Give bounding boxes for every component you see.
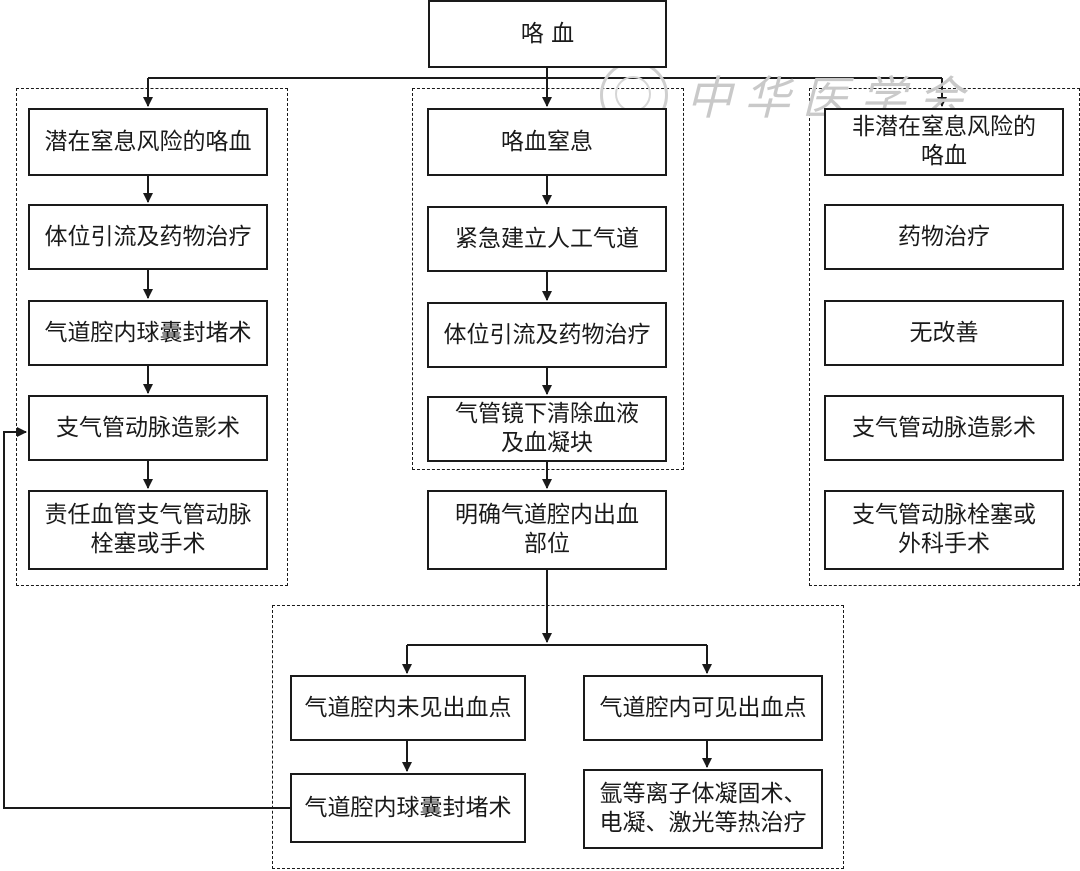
node-mid-bronchoscopic-clearance: 气管镜下清除血液 及血凝块: [427, 396, 667, 462]
edge-feedback-loop: [3, 427, 290, 809]
node-bottom-thermal-therapy: 氩等离子体凝固术、 电凝、激光等热治疗: [583, 769, 823, 849]
node-mid-postural-drainage: 体位引流及药物治疗: [427, 302, 667, 368]
node-right-bronchial-angiography: 支气管动脉造影术: [824, 395, 1064, 461]
node-left-bronchial-angiography: 支气管动脉造影术: [28, 395, 268, 461]
node-right-embolization-surgery: 支气管动脉栓塞或 外科手术: [824, 490, 1064, 570]
node-left-embolization: 责任血管支气管动脉 栓塞或手术: [28, 490, 268, 570]
node-left-postural-drainage: 体位引流及药物治疗: [28, 204, 268, 270]
node-right-drug-therapy: 药物治疗: [824, 204, 1064, 270]
node-bottom-visible-bleeding-point: 气道腔内可见出血点: [583, 675, 823, 741]
node-hemoptysis: 咯 血: [428, 0, 667, 68]
node-bottom-no-bleeding-point: 气道腔内未见出血点: [290, 675, 526, 741]
node-left-balloon-occlusion: 气道腔内球囊封堵术: [28, 300, 268, 366]
node-mid-artificial-airway: 紧急建立人工气道: [427, 206, 667, 272]
node-right-no-improvement: 无改善: [824, 300, 1064, 366]
node-mid-locate-bleeding: 明确气道腔内出血 部位: [427, 490, 667, 570]
node-bottom-balloon-occlusion: 气道腔内球囊封堵术: [290, 773, 526, 843]
node-mid-asphyxia: 咯血窒息: [427, 108, 667, 176]
node-right-no-asphyxia-risk: 非潜在窒息风险的 咯血: [824, 108, 1064, 176]
group-left: [16, 88, 288, 586]
group-bottom: [272, 605, 844, 869]
node-left-asphyxia-risk: 潜在窒息风险的咯血: [28, 108, 268, 176]
group-middle: [412, 88, 684, 470]
